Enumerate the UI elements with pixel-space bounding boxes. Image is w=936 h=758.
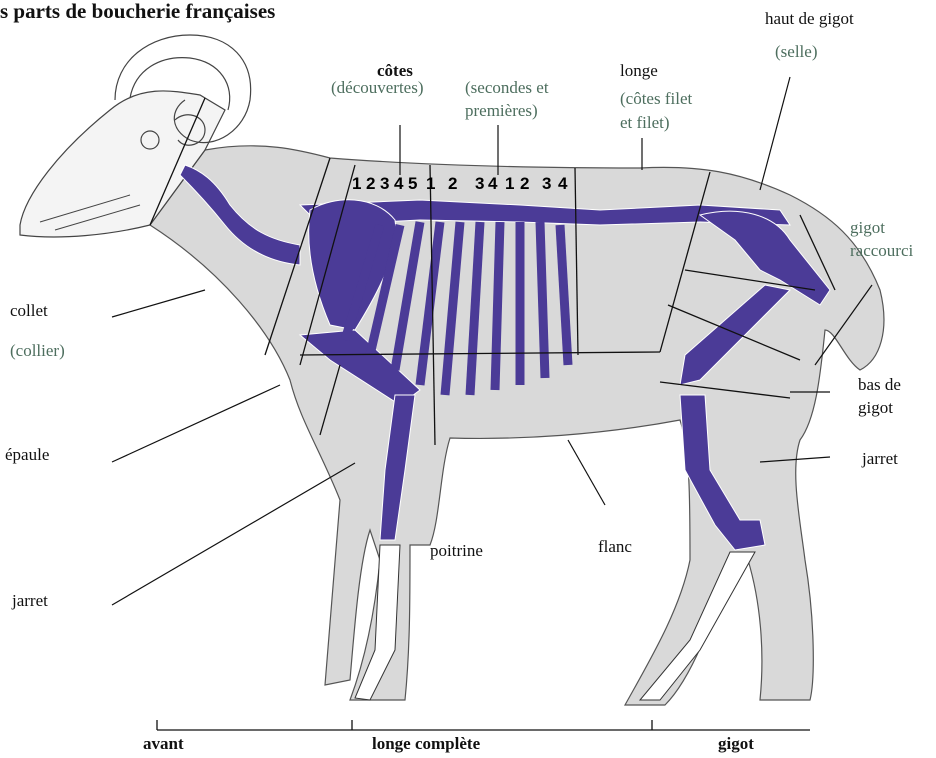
label-collet: collet [10,302,48,321]
rib-number: 3 [475,175,484,194]
label-poitrine: poitrine [430,542,483,561]
label-longe-sub-2: et filet) [620,114,670,133]
rib-number: 1 [426,175,435,194]
diagram-title: s parts de boucherie françaises [0,0,275,23]
rib-number: 4 [488,175,497,194]
label-jarret-front: jarret [12,592,48,611]
section-ruler [157,720,810,730]
label-cotes-decouvertes: (découvertes) [331,79,424,98]
section-avant: avant [143,735,184,754]
rib-number: 1 [505,175,514,194]
label-jarret-back: jarret [862,450,898,469]
label-longe: longe [620,62,658,81]
label-secondes-1: (secondes et [465,79,549,98]
rib-number: 2 [520,175,529,194]
label-bas-gigot-2: gigot [858,399,893,418]
label-bas-gigot-1: bas de [858,376,901,395]
label-flanc: flanc [598,538,632,557]
rib-number: 3 [380,175,389,194]
rib-number: 3 [542,175,551,194]
label-secondes-2: premières) [465,102,538,121]
label-longe-sub-1: (côtes filet [620,90,692,109]
rib-number: 5 [408,175,417,194]
rib-number: 1 [352,175,361,194]
rib-number: 4 [394,175,403,194]
rib-number: 2 [366,175,375,194]
rib-number: 4 [558,175,567,194]
label-haut-gigot: haut de gigot [765,10,854,29]
section-gigot: gigot [718,735,754,754]
label-gigot-right: gigot [850,219,885,238]
label-raccourci: raccourci [850,242,913,261]
label-epaule: épaule [5,446,49,465]
rib-number: 2 [448,175,457,194]
label-selle: (selle) [775,43,817,62]
section-longe-complete: longe complète [372,735,480,754]
label-collier: (collier) [10,342,65,361]
